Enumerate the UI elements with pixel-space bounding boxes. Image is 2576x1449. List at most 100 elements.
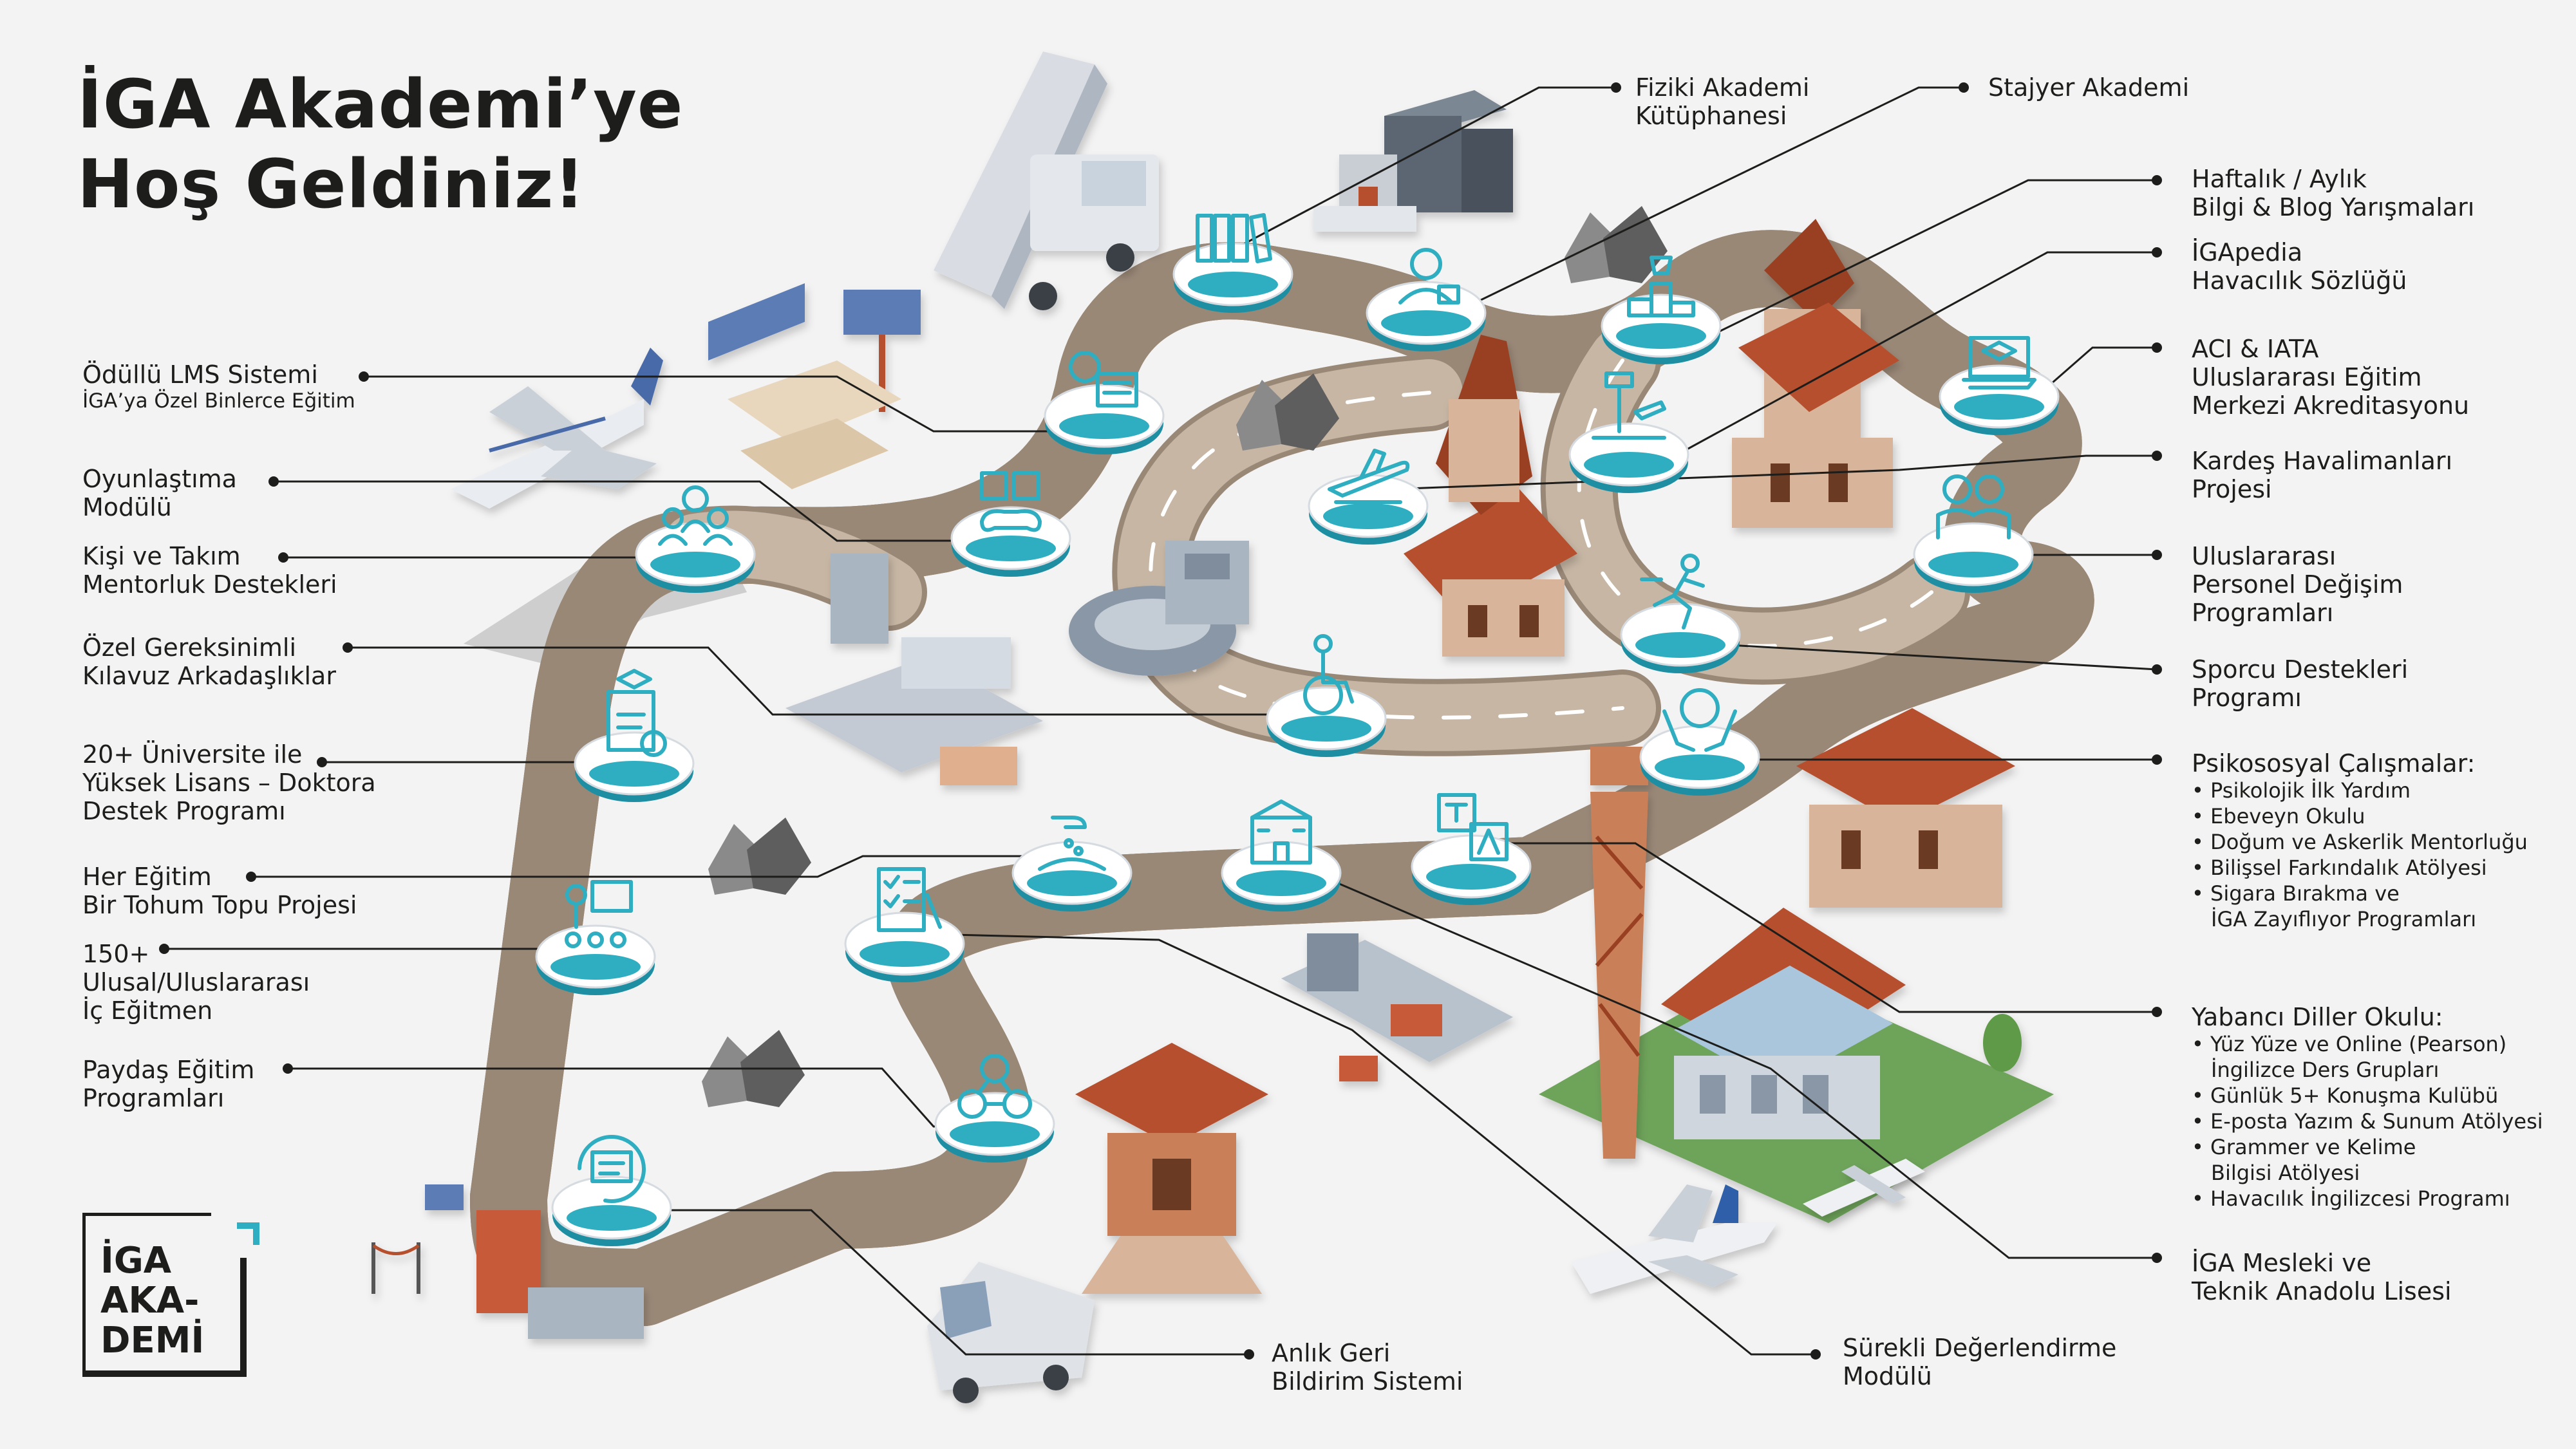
label-line: Her Eğitim (82, 863, 212, 891)
bullet-continuation: İGA Zayıflıyor Programları (2211, 907, 2477, 931)
label-line: Sporcu Destekleri (2192, 655, 2409, 684)
office-workspace (1281, 933, 1513, 1081)
bullet-item: Grammer ve Kelime (2192, 1134, 2543, 1160)
logo-line-3: DEMİ (100, 1320, 205, 1361)
people-icon (1936, 474, 2011, 539)
label-sister-airports: Kardeş Havalimanları Projesi (2192, 447, 2452, 503)
trainer-board-icon (565, 880, 633, 948)
bullet-item: Havacılık İngilizcesi Programı (2192, 1186, 2543, 1211)
screen-monitor-icon (1069, 351, 1138, 407)
waypoint-special-needs (1266, 686, 1387, 757)
team-icon (658, 485, 733, 546)
control-tower (1590, 747, 1648, 1159)
label-exchange: Uluslararası Personel Değişim Programlar… (2192, 542, 2403, 627)
waypoint-feedback (551, 1175, 672, 1246)
boarding-sign (708, 283, 921, 412)
waypoint-contests (1601, 294, 1722, 364)
label-line: İç Eğitmen (82, 996, 213, 1025)
label-line: Projesi (2192, 475, 2272, 503)
label-line: İGApedia (2192, 238, 2303, 266)
label-line: Anlık Geri (1272, 1339, 1391, 1367)
waypoint-mentoring (635, 522, 756, 593)
airliner (1571, 1184, 1777, 1294)
network-icon (957, 1054, 1032, 1119)
service-van (927, 1262, 1095, 1403)
label-line: Destek Programı (82, 797, 286, 825)
label-igapedia: İGApedia Havacılık Sözlüğü (2192, 238, 2407, 295)
title-line-2: Hoş Geldiniz! (77, 145, 585, 223)
books-icon (1196, 213, 1272, 263)
game-controller-icon (980, 471, 1042, 532)
runner-icon (1640, 554, 1705, 630)
baggage-carousel (1069, 541, 1249, 676)
label-line: Kılavuz Arkadaşlıklar (82, 662, 336, 690)
label-line: Programı (2192, 684, 2302, 712)
bullet-item: Günlük 5+ Konuşma Kulübü (2192, 1083, 2543, 1108)
watchtower (1075, 1043, 1268, 1294)
label-line: Uluslararası Eğitim (2192, 363, 2422, 391)
label-line: Sürekli Değerlendirme (1843, 1334, 2117, 1362)
label-languages: Yabancı Diller Okulu: Yüz Yüze ve Online… (2192, 1003, 2543, 1211)
label-line: Personel Değişim (2192, 570, 2403, 599)
label-athlete: Sporcu Destekleri Programı (2192, 655, 2408, 712)
trophy-podium-icon (1627, 256, 1695, 317)
label-line: Kardeş Havalimanları (2192, 447, 2453, 475)
label-line: Fiziki Akademi (1635, 73, 1810, 102)
bullet-continuation: İngilizce Ders Grupları (2211, 1058, 2440, 1082)
label-line: Yabancı Diller Okulu: (2192, 1003, 2443, 1031)
label-line: Bildirim Sistemi (1272, 1367, 1463, 1396)
label-mentoring: Kişi ve Takım Mentorluk Destekleri (82, 542, 337, 599)
seed-hand-icon (1038, 816, 1106, 871)
airplane (451, 348, 663, 509)
label-line: Paydaş Eğitim (82, 1056, 255, 1084)
waypoint-trainers (535, 924, 656, 995)
page-title: İGA Akademi’ye Hoş Geldiniz! (77, 64, 683, 224)
label-seed-ball: Her Eğitim Bir Tohum Topu Projesi (82, 863, 357, 919)
security-scanner (1313, 90, 1513, 232)
check-in-counters (785, 554, 1043, 785)
label-line: ACI & IATA (2192, 335, 2319, 363)
info-desk (371, 1184, 644, 1339)
waypoint-assessment (844, 911, 965, 982)
wheelchair-icon (1303, 634, 1354, 715)
label-line: Ulusal/Uluslararası (82, 968, 310, 996)
label-line: Ödüllü LMS Sistemi (82, 360, 318, 389)
small-plane (1803, 1159, 1925, 1217)
logo-line-1: İGA (100, 1240, 172, 1282)
label-line: Modülü (1843, 1362, 1932, 1390)
intern-icon (1398, 248, 1460, 304)
waypoint-seed (1011, 841, 1133, 911)
waypoint-lms (1044, 384, 1165, 454)
label-line: Kütüphanesi (1635, 102, 1787, 130)
label-intern: Stajyer Akademi (1988, 73, 2189, 102)
label-line: Bilgi & Blog Yarışmaları (2192, 193, 2475, 221)
waypoint-igapedia (1568, 422, 1689, 493)
bullet-continuation: Bilgisi Atölyesi (2211, 1161, 2360, 1185)
label-stakeholder: Paydaş Eğitim Programları (82, 1056, 254, 1112)
label-line: Yüksek Lisans – Doktora (82, 769, 376, 797)
bullet-item: Psikolojik İlk Yardım (2192, 778, 2528, 803)
waypoint-psychosocial (1639, 725, 1760, 796)
waiting-seats (728, 360, 901, 489)
brain-hands-icon (1662, 688, 1737, 752)
bullet-item: E-posta Yazım & Sunum Atölyesi (2192, 1108, 2543, 1134)
logo-line-2: AKA- (100, 1280, 200, 1322)
label-psychosocial: Psikososyal Çalışmalar: Psikolojik İlk Y… (2192, 749, 2528, 932)
label-line: Oyunlaştıma (82, 465, 237, 493)
school-building-icon (1250, 799, 1312, 865)
bullet-item: Doğum ve Askerlik Mentorluğu (2192, 829, 2528, 855)
label-line: Haftalık / Aylık (2192, 165, 2367, 193)
label-line: Programları (2192, 599, 2334, 627)
waypoint-icons (565, 213, 2036, 1203)
label-line: Teknik Anadolu Lisesi (2192, 1277, 2452, 1305)
waypoint-intern (1366, 281, 1487, 351)
label-assessment: Sürekli Değerlendirme Modülü (1843, 1334, 2116, 1390)
bullet-item: Yüz Yüze ve Online (Pearson) (2192, 1031, 2543, 1057)
label-line: Kişi ve Takım (82, 542, 241, 570)
waypoint-university (574, 731, 695, 802)
label-line: İGA Mesleki ve (2192, 1249, 2372, 1277)
bullet-item: Bilişsel Farkındalık Atölyesi (2192, 855, 2528, 881)
label-line: Merkezi Akreditasyonu (2192, 391, 2470, 420)
bullet-item: Ebeveyn Okulu (2192, 803, 2528, 829)
